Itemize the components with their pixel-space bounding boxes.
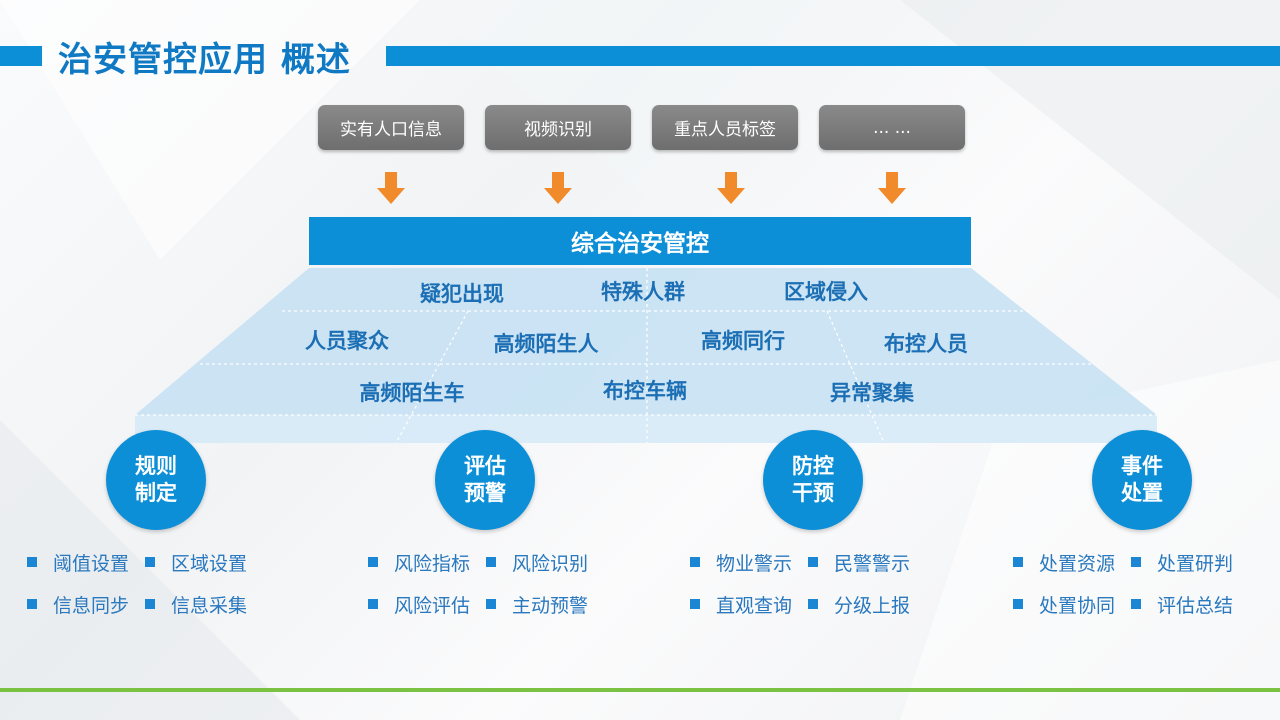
- square-bullet-icon: [486, 599, 497, 609]
- square-bullet-icon: [690, 599, 700, 609]
- list-item: 评估总结: [1131, 591, 1233, 618]
- list-item: 分级上报: [808, 591, 910, 618]
- arrow-down-icon: [544, 172, 572, 204]
- square-bullet-icon: [145, 599, 156, 609]
- arrow-down-icon: [717, 172, 745, 204]
- scenario-label: 布控人员: [884, 332, 968, 356]
- scenario-label: 人员聚众: [305, 329, 389, 353]
- square-bullet-icon: [486, 557, 497, 567]
- header-bar-right: [386, 46, 1280, 66]
- list-item: 风险识别: [486, 549, 588, 576]
- module-title-line2: 制定: [135, 481, 177, 505]
- arrow-down-icon: [377, 172, 405, 204]
- scenario-label: 高频陌生车: [359, 381, 465, 405]
- list-item: 处置协同: [1013, 591, 1115, 618]
- square-bullet-icon: [27, 557, 37, 567]
- square-bullet-icon: [690, 557, 700, 567]
- source-box-population: 实有人口信息: [318, 105, 464, 150]
- module-items-handling: 处置资源 处置研判 处置协同 评估总结: [1013, 548, 1233, 632]
- list-item: 信息同步: [27, 591, 129, 618]
- scenario-label: 特殊人群: [601, 280, 685, 304]
- list-item: 民警警示: [808, 549, 910, 576]
- source-box-more: ... ...: [819, 105, 965, 150]
- module-title-line2: 预警: [464, 481, 506, 505]
- square-bullet-icon: [368, 557, 378, 567]
- module-title-line2: 处置: [1121, 481, 1163, 505]
- list-item: 主动预警: [486, 591, 588, 618]
- square-bullet-icon: [808, 599, 819, 609]
- scenario-label: 高频陌生人: [493, 332, 599, 356]
- square-bullet-icon: [808, 557, 819, 567]
- square-bullet-icon: [1131, 599, 1142, 609]
- source-box-key-person: 重点人员标签: [652, 105, 798, 150]
- footer-line: [0, 688, 1280, 692]
- scenario-label: 高频同行: [701, 329, 785, 353]
- module-circle-rules: 规则 制定: [106, 430, 206, 530]
- main-control-bar: 综合治安管控: [309, 217, 971, 265]
- scenario-label: 异常聚集: [830, 381, 914, 405]
- square-bullet-icon: [1131, 557, 1142, 567]
- module-circle-prevention: 防控 干预: [763, 430, 863, 530]
- module-title-line2: 干预: [792, 481, 834, 505]
- scenario-label: 疑犯出现: [420, 282, 504, 306]
- module-circle-handling: 事件 处置: [1092, 430, 1192, 530]
- square-bullet-icon: [27, 599, 37, 609]
- list-item: 信息采集: [145, 591, 247, 618]
- list-item: 处置资源: [1013, 549, 1115, 576]
- list-item: 阈值设置: [27, 549, 129, 576]
- page-title: 治安管控应用 概述: [58, 40, 351, 80]
- module-title-line1: 规则: [135, 454, 177, 478]
- scenario-label: 布控车辆: [603, 379, 687, 403]
- module-title-line1: 防控: [792, 454, 834, 478]
- arrow-down-icon: [878, 172, 906, 204]
- module-circle-assessment: 评估 预警: [435, 430, 535, 530]
- module-title-line1: 事件: [1121, 454, 1163, 478]
- list-item: 直观查询: [690, 591, 792, 618]
- list-item: 处置研判: [1131, 549, 1233, 576]
- scenario-label: 区域侵入: [784, 280, 868, 304]
- list-item: 风险评估: [368, 591, 470, 618]
- list-item: 物业警示: [690, 549, 792, 576]
- list-item: 风险指标: [368, 549, 470, 576]
- module-items-assessment: 风险指标 风险识别 风险评估 主动预警: [368, 548, 588, 632]
- header-bar-left: [0, 46, 42, 66]
- square-bullet-icon: [145, 557, 156, 567]
- module-title-line1: 评估: [464, 454, 506, 478]
- list-item: 区域设置: [145, 549, 247, 576]
- module-items-prevention: 物业警示 民警警示 直观查询 分级上报: [690, 548, 910, 632]
- module-items-rules: 阈值设置 区域设置 信息同步 信息采集: [27, 548, 247, 632]
- square-bullet-icon: [1013, 599, 1023, 609]
- square-bullet-icon: [1013, 557, 1023, 567]
- source-box-video: 视频识别: [485, 105, 631, 150]
- square-bullet-icon: [368, 599, 378, 609]
